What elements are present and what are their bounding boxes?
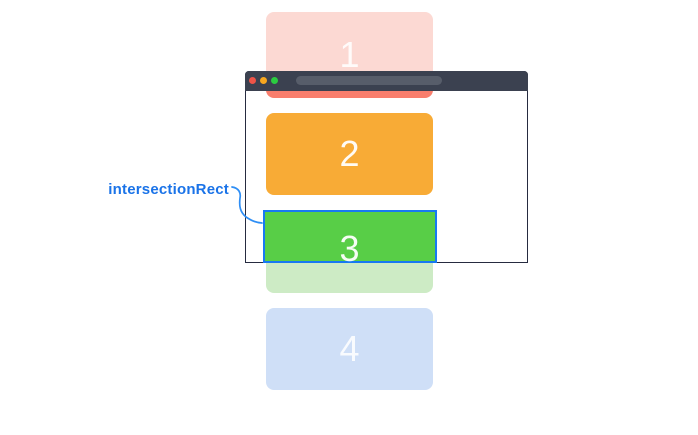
close-window-icon: [249, 77, 256, 84]
maximize-window-icon: [271, 77, 278, 84]
intersection-rect-label: intersectionRect: [108, 181, 229, 198]
content-box-4-outside: [266, 308, 433, 390]
minimize-window-icon: [260, 77, 267, 84]
url-bar: [296, 76, 442, 85]
content-box-2: [266, 113, 433, 195]
intersection-rect-highlight: [263, 210, 437, 263]
